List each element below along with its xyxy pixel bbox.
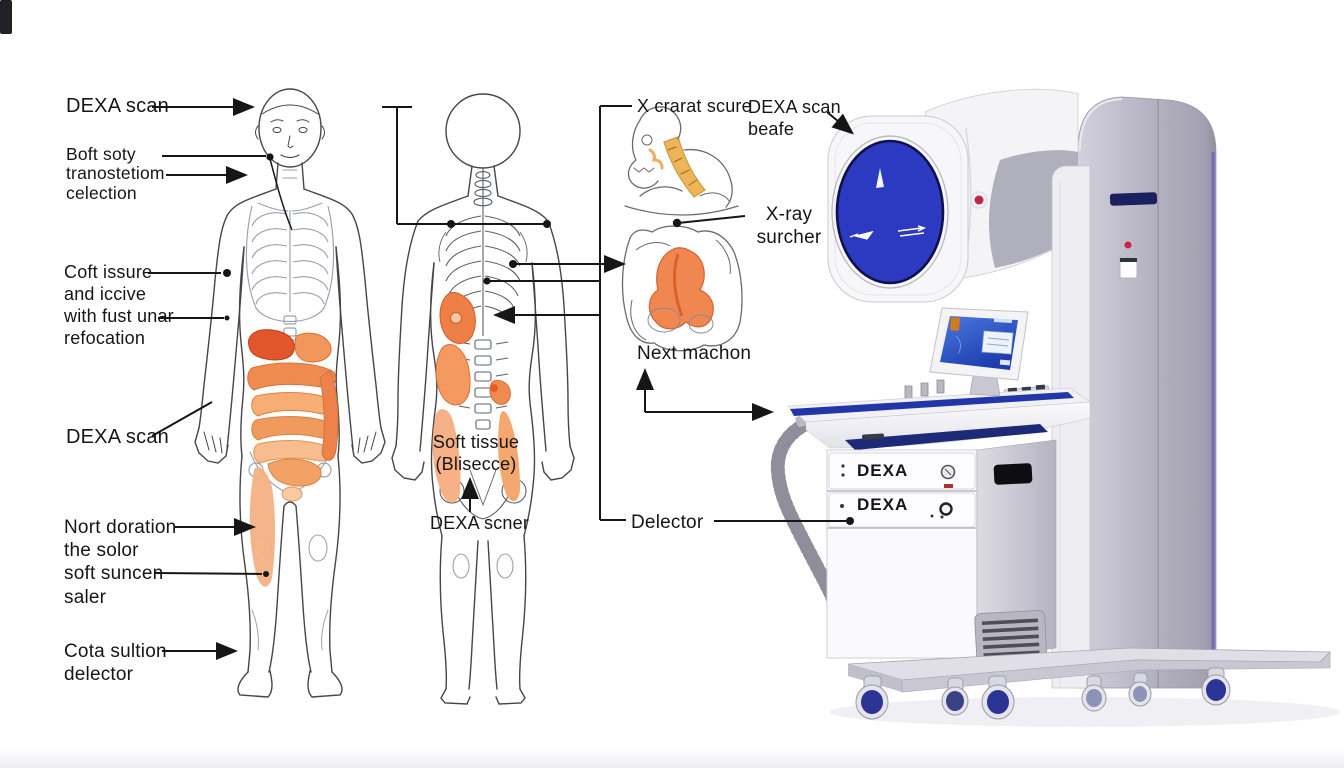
drawer-2 (828, 492, 976, 528)
desk-knobs (904, 379, 945, 400)
label-soft-tissue: Soft tissue (Blisecce) (426, 432, 526, 476)
label-text: the solor (64, 540, 139, 562)
label-text: celection (66, 182, 137, 203)
label-text: with fust unar (64, 305, 174, 326)
tower-indicator-light (1124, 241, 1132, 249)
head-neck-inset (624, 106, 739, 216)
label-tissue-note: Coft issure and iccive with fust unar re… (64, 262, 174, 350)
scanner-head (827, 115, 988, 303)
drawer-1-label: DEXA (857, 461, 909, 480)
label-text: DEXA scan (66, 95, 169, 117)
head-button (974, 195, 984, 205)
desk-blue-stripe (790, 392, 1074, 416)
dexa-machine (770, 88, 1331, 720)
connector-lines (148, 98, 855, 660)
label-text: DEXA scan (66, 426, 169, 448)
machine-tower (1077, 96, 1217, 689)
label-x-scure: X crarat scure (637, 96, 752, 117)
drawer-2-knob (939, 502, 953, 516)
label-text: Boft soty (66, 144, 136, 164)
label-text: Soft tissue (432, 432, 520, 452)
tower-slot (1109, 192, 1158, 206)
floor-shadow-band (0, 747, 1344, 768)
label-leg-note: Nort doration the solor soft suncen sale… (64, 516, 176, 609)
front-figure-organs (247, 329, 339, 587)
label-text: X-ray (765, 204, 813, 225)
label-soft-body-note: Boft soty tranostetiom celection (66, 144, 165, 203)
label-delector: Delector (631, 512, 703, 534)
front-body-figure (194, 88, 386, 698)
label-next-machon: Next machon (637, 343, 751, 365)
side-slot (993, 463, 1033, 485)
label-dexa-scan-head: DEXA scan (66, 95, 169, 119)
label-text: (Blisecce) (435, 453, 517, 474)
label-text: refocation (64, 327, 146, 348)
label-dexa-scan-hand: DEXA scan (66, 426, 169, 450)
label-text: Coft issure (64, 262, 153, 282)
dial-mark-right-icon (897, 225, 927, 237)
label-text: tranostetiom (66, 163, 165, 184)
label-text: Nort doration (64, 517, 177, 538)
label-text: and iccive (64, 283, 147, 304)
label-xray-surcher: X-ray surcher (744, 203, 834, 249)
screen-window (981, 330, 1014, 355)
label-text: X crarat scure (637, 96, 752, 116)
label-text: Delector (631, 512, 704, 533)
back-body-figure (391, 93, 575, 705)
label-text: DEXA scner (430, 513, 530, 533)
label-text: Cota sultion (64, 641, 167, 662)
back-figure-organs (432, 291, 520, 503)
corner-artifact (0, 0, 12, 34)
monitor (929, 307, 1029, 397)
label-text: delector (64, 664, 134, 686)
label-text: DEXA scan (748, 97, 841, 117)
screen-orange-tile (950, 317, 960, 331)
label-text: surcher (756, 227, 822, 249)
monitor-screen (940, 316, 1018, 370)
label-text: saler (64, 586, 107, 608)
blue-dial (835, 139, 945, 285)
label-dexa-scner: DEXA scner (430, 513, 529, 534)
tower-front-column (1051, 165, 1091, 689)
hip-inset (621, 225, 743, 352)
drawer-1 (828, 452, 976, 490)
dial-needle-icon (876, 168, 884, 188)
cabinet (826, 439, 1057, 674)
dial-mark-left-icon (849, 230, 874, 240)
dial-ring (831, 135, 949, 289)
label-foot-note: Cota sultion delector (64, 640, 167, 686)
casters (855, 667, 1231, 720)
label-text: Next machon (637, 343, 752, 364)
drawer-2-label: DEXA (857, 495, 909, 514)
label-text: beafe (748, 118, 795, 139)
console-desk (787, 379, 1092, 450)
label-scan-beafe: DEXA scan beafe (748, 97, 841, 141)
label-text: soft suncen (64, 563, 164, 585)
